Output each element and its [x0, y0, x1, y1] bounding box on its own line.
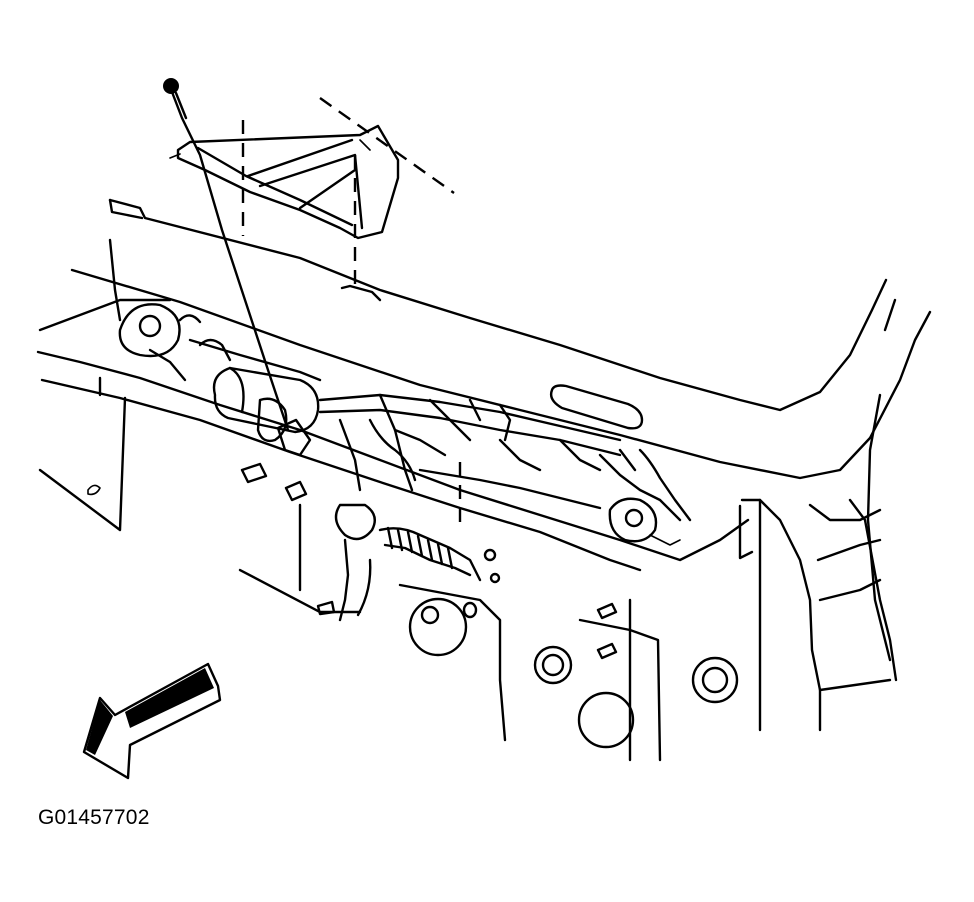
alignment-lines [241, 97, 462, 526]
cowl-panel [36, 298, 750, 762]
mounting-bracket [169, 124, 400, 240]
wire-harness [334, 503, 501, 622]
wiper-linkage [318, 393, 692, 546]
windshield-panel [70, 198, 932, 480]
a-pillar [738, 298, 898, 732]
figure-id-label: G01457702 [38, 806, 150, 829]
front-direction-arrow [82, 662, 222, 780]
wiper-motor [118, 303, 322, 457]
fastener-plug [108, 238, 308, 502]
bolt [163, 78, 290, 432]
